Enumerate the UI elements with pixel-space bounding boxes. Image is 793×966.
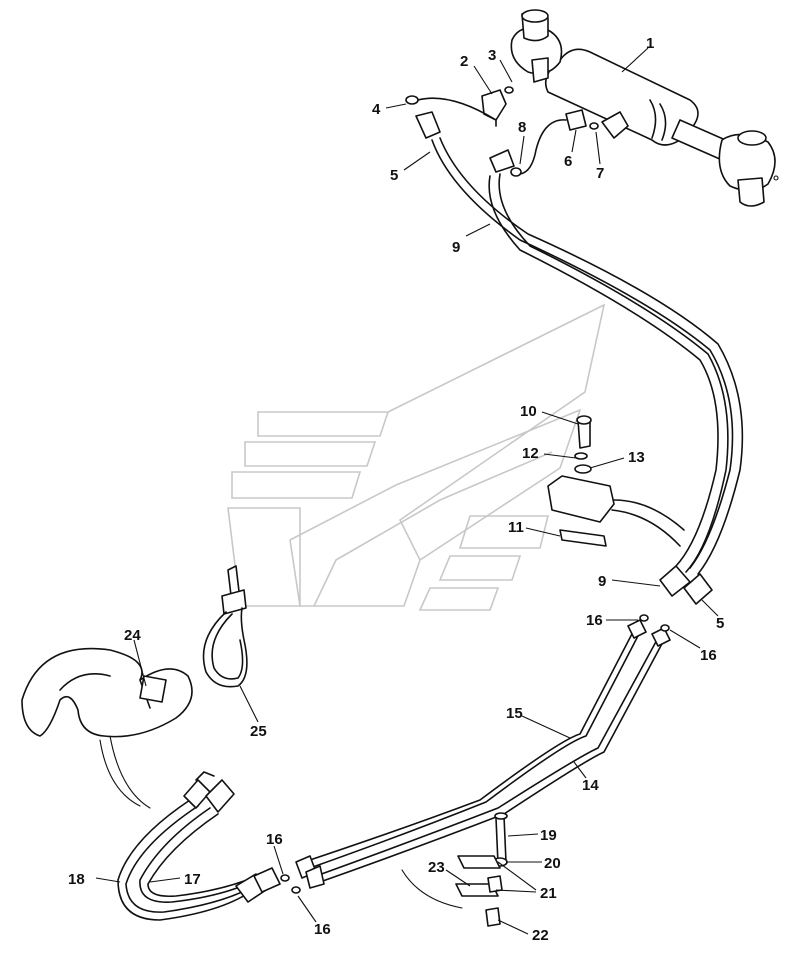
watermark-logo [227, 303, 606, 611]
callout-17: 17 [184, 871, 201, 888]
rubber-boot [21, 647, 193, 809]
callout-9-bottom: 9 [598, 573, 606, 590]
callout-21: 21 [540, 885, 557, 902]
clamp-bracket [547, 415, 685, 547]
tie-strap [202, 565, 248, 688]
hydraulic-cylinder [510, 9, 779, 207]
callout-12: 12 [522, 445, 539, 462]
callout-16-lower-top: 16 [266, 831, 283, 848]
callout-11: 11 [508, 519, 524, 536]
callout-15: 15 [506, 705, 523, 722]
callout-18: 18 [68, 871, 85, 888]
callout-10: 10 [520, 403, 537, 420]
callout-14: 14 [582, 777, 599, 794]
callout-5-bottom: 5 [716, 615, 724, 632]
callout-8: 8 [518, 119, 526, 136]
callout-1: 1 [646, 35, 654, 52]
callout-24: 24 [124, 627, 141, 644]
callout-3: 3 [488, 47, 496, 64]
callout-5-top: 5 [390, 167, 398, 184]
callout-6: 6 [564, 153, 572, 170]
callout-13: 13 [628, 449, 645, 466]
callout-22: 22 [532, 927, 549, 944]
callout-4: 4 [372, 101, 381, 118]
callout-25: 25 [250, 723, 267, 740]
hoses-5-9 [431, 137, 744, 605]
callout-20: 20 [544, 855, 561, 872]
steel-lines-14-15 [280, 614, 671, 894]
callout-9-top: 9 [452, 239, 460, 256]
callout-16-upper-left: 16 [586, 612, 603, 629]
callout-labels: 1 2 3 4 5 6 7 8 9 10 11 12 13 9 5 16 16 … [68, 35, 724, 944]
callout-2: 2 [460, 53, 468, 70]
leader-lines [95, 47, 719, 935]
hoses-17-18 [117, 771, 281, 921]
callout-19: 19 [540, 827, 557, 844]
callout-16-upper-right: 16 [700, 647, 717, 664]
fittings-upper [405, 86, 629, 177]
hardware-19-23 [401, 812, 508, 927]
callout-16-lower-bottom: 16 [314, 921, 331, 938]
callout-7: 7 [596, 165, 604, 182]
callout-23: 23 [428, 859, 445, 876]
